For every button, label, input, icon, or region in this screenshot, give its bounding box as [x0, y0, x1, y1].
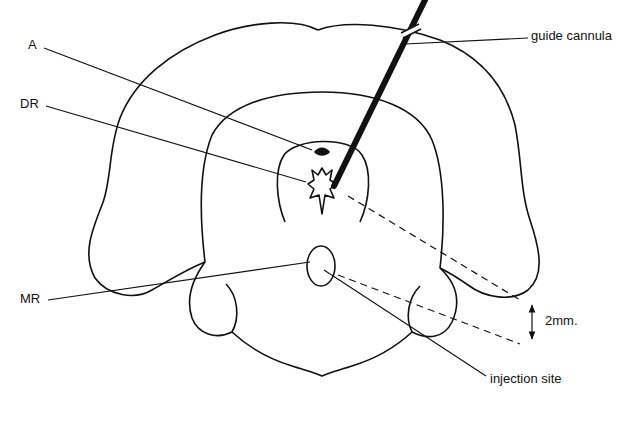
pons-bulge	[408, 286, 420, 332]
median-raphe	[307, 246, 335, 286]
leader-line	[46, 106, 306, 182]
brainstem-outline	[190, 92, 457, 376]
periaqueductal-outline	[277, 141, 368, 222]
cannula-label: guide cannula	[531, 29, 612, 43]
break-mark	[403, 29, 421, 38]
leader-line	[44, 48, 312, 150]
site-label: injection site	[490, 372, 562, 386]
guide-cannula	[334, 0, 425, 186]
dimension-label: 2mm.	[545, 314, 578, 328]
leader-line	[48, 262, 310, 300]
area-label: A	[28, 38, 37, 52]
leader-line	[324, 270, 486, 376]
dimension-line	[338, 275, 520, 344]
leader-line	[405, 38, 528, 44]
nucleus-label: DR	[20, 97, 39, 111]
cannula-break	[402, 24, 421, 37]
cerebellum-outline	[89, 23, 539, 297]
dimension-line	[348, 196, 520, 300]
area-a-dot	[314, 148, 330, 156]
nucleus-label: MR	[20, 292, 40, 306]
dimension-arrow	[531, 305, 532, 339]
pons-bulge	[226, 284, 237, 332]
aqueduct	[308, 168, 336, 214]
